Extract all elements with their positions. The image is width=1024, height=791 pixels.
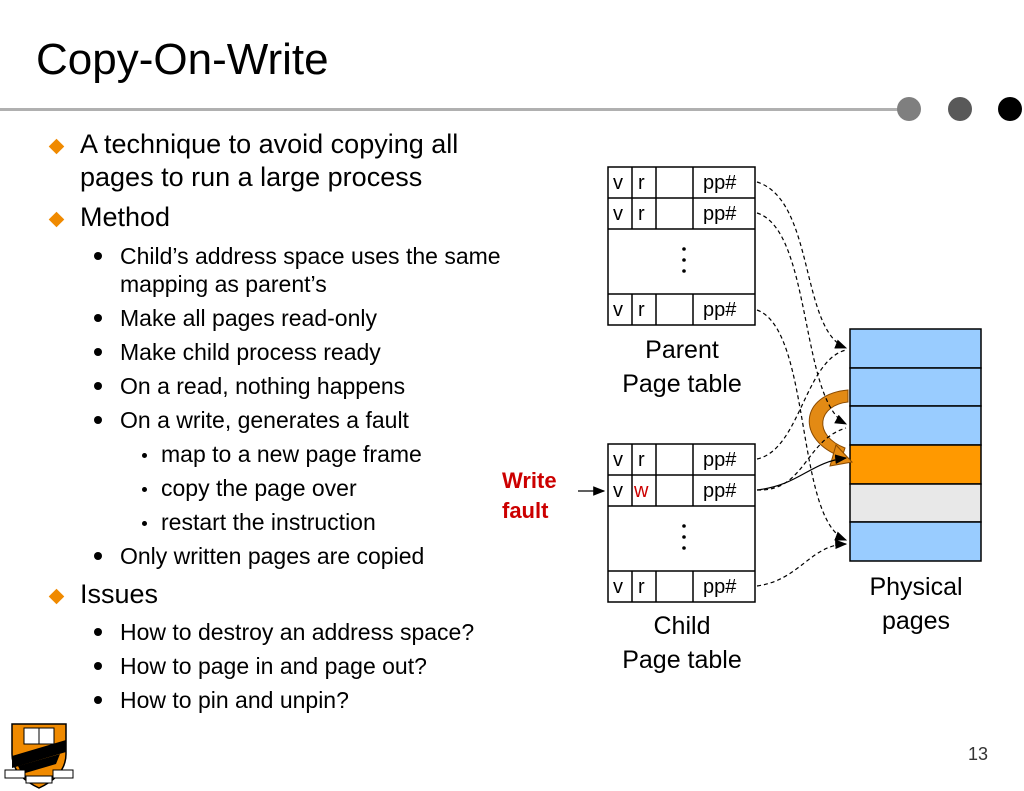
child-row1-r: r — [638, 449, 645, 471]
parent-row3-r: r — [638, 299, 645, 321]
dot-bullet-icon — [94, 382, 102, 390]
small-dot-bullet-icon — [142, 487, 147, 492]
child-label-line2: Page table — [622, 646, 742, 674]
issue-item-paging: How to page in and page out? — [120, 653, 427, 679]
slide-number: 13 — [967, 744, 988, 764]
child-label-line1: Child — [653, 612, 711, 640]
child-row3-pp: pp# — [703, 576, 737, 598]
physical-page-3 — [849, 405, 982, 446]
child-ellipsis-icon — [682, 524, 686, 550]
physical-pages — [849, 328, 982, 562]
bullet-technique: A technique to avoid copying all — [80, 129, 459, 159]
dot-bullet-icon — [94, 314, 102, 322]
bullet-technique-cont: pages to run a large process — [80, 162, 423, 192]
university-shield-logo — [4, 723, 74, 789]
parent-row3-pp: pp# — [703, 299, 737, 321]
child-row2-w: w — [634, 480, 649, 502]
physical-label-line1: Physical — [869, 573, 963, 601]
slide-title: Copy-On-Write — [36, 35, 329, 84]
dot-bullet-icon — [94, 416, 102, 424]
dot-bullet-icon — [94, 662, 102, 670]
decor-dot-light — [897, 97, 921, 121]
parent-row2-v: v — [613, 203, 623, 225]
write-fault-line2: fault — [502, 498, 549, 523]
physical-page-5 — [849, 483, 982, 523]
parent-label-line2: Page table — [622, 370, 742, 398]
small-dot-bullet-icon — [142, 453, 147, 458]
physical-label-line2: pages — [881, 607, 951, 635]
method-item-on-write: On a write, generates a fault — [120, 407, 409, 433]
child-row3-v: v — [613, 576, 623, 598]
parent-ellipsis-icon — [682, 247, 686, 273]
dot-bullet-icon — [94, 696, 102, 704]
mapping-arrows — [756, 181, 848, 587]
decor-dot-mid — [948, 97, 972, 121]
physical-page-1 — [849, 328, 982, 369]
child-row1-pp: pp# — [703, 449, 737, 471]
physical-page-4-copy — [849, 444, 982, 485]
dot-bullet-icon — [94, 552, 102, 560]
dot-bullet-icon — [94, 628, 102, 636]
method-item-child-space-cont: mapping as parent’s — [120, 271, 327, 297]
method-item-child-ready: Make child process ready — [120, 339, 381, 365]
physical-page-6 — [849, 521, 982, 562]
child-page-table — [607, 443, 756, 603]
sub-item-copy-page: copy the page over — [161, 475, 357, 501]
child-row1-v: v — [613, 449, 623, 471]
parent-label-line1: Parent — [645, 336, 719, 364]
child-row2-pp: pp# — [703, 480, 737, 502]
method-item-only-written: Only written pages are copied — [120, 543, 425, 569]
method-item-child-space: Child’s address space uses the same — [120, 243, 501, 269]
new-mapping-arrow — [756, 454, 848, 491]
dot-bullet-icon — [94, 348, 102, 356]
write-fault-label: Write fault — [502, 466, 557, 526]
parent-row2-pp: pp# — [703, 203, 737, 225]
parent-row3-v: v — [613, 299, 623, 321]
decor-dot-dark — [998, 97, 1022, 121]
parent-row2-r: r — [638, 203, 645, 225]
child-row2-v: v — [613, 480, 623, 502]
physical-page-2 — [849, 367, 982, 407]
small-dot-bullet-icon — [142, 521, 147, 526]
method-item-read-only: Make all pages read-only — [120, 305, 377, 331]
sub-item-restart: restart the instruction — [161, 509, 376, 535]
issue-item-pin: How to pin and unpin? — [120, 687, 349, 713]
sub-item-map-frame: map to a new page frame — [161, 441, 422, 467]
bullet-issues: Issues — [80, 579, 159, 609]
write-fault-line1: Write — [502, 468, 557, 493]
method-item-on-read: On a read, nothing happens — [120, 373, 406, 399]
parent-row1-pp: pp# — [703, 172, 737, 194]
parent-row1-v: v — [613, 172, 623, 194]
title-divider — [0, 108, 900, 111]
parent-page-table — [607, 166, 756, 326]
parent-row1-r: r — [638, 172, 645, 194]
issue-item-destroy: How to destroy an address space? — [120, 619, 475, 645]
child-row3-r: r — [638, 576, 645, 598]
dot-bullet-icon — [94, 252, 102, 260]
bullet-method: Method — [80, 202, 171, 232]
